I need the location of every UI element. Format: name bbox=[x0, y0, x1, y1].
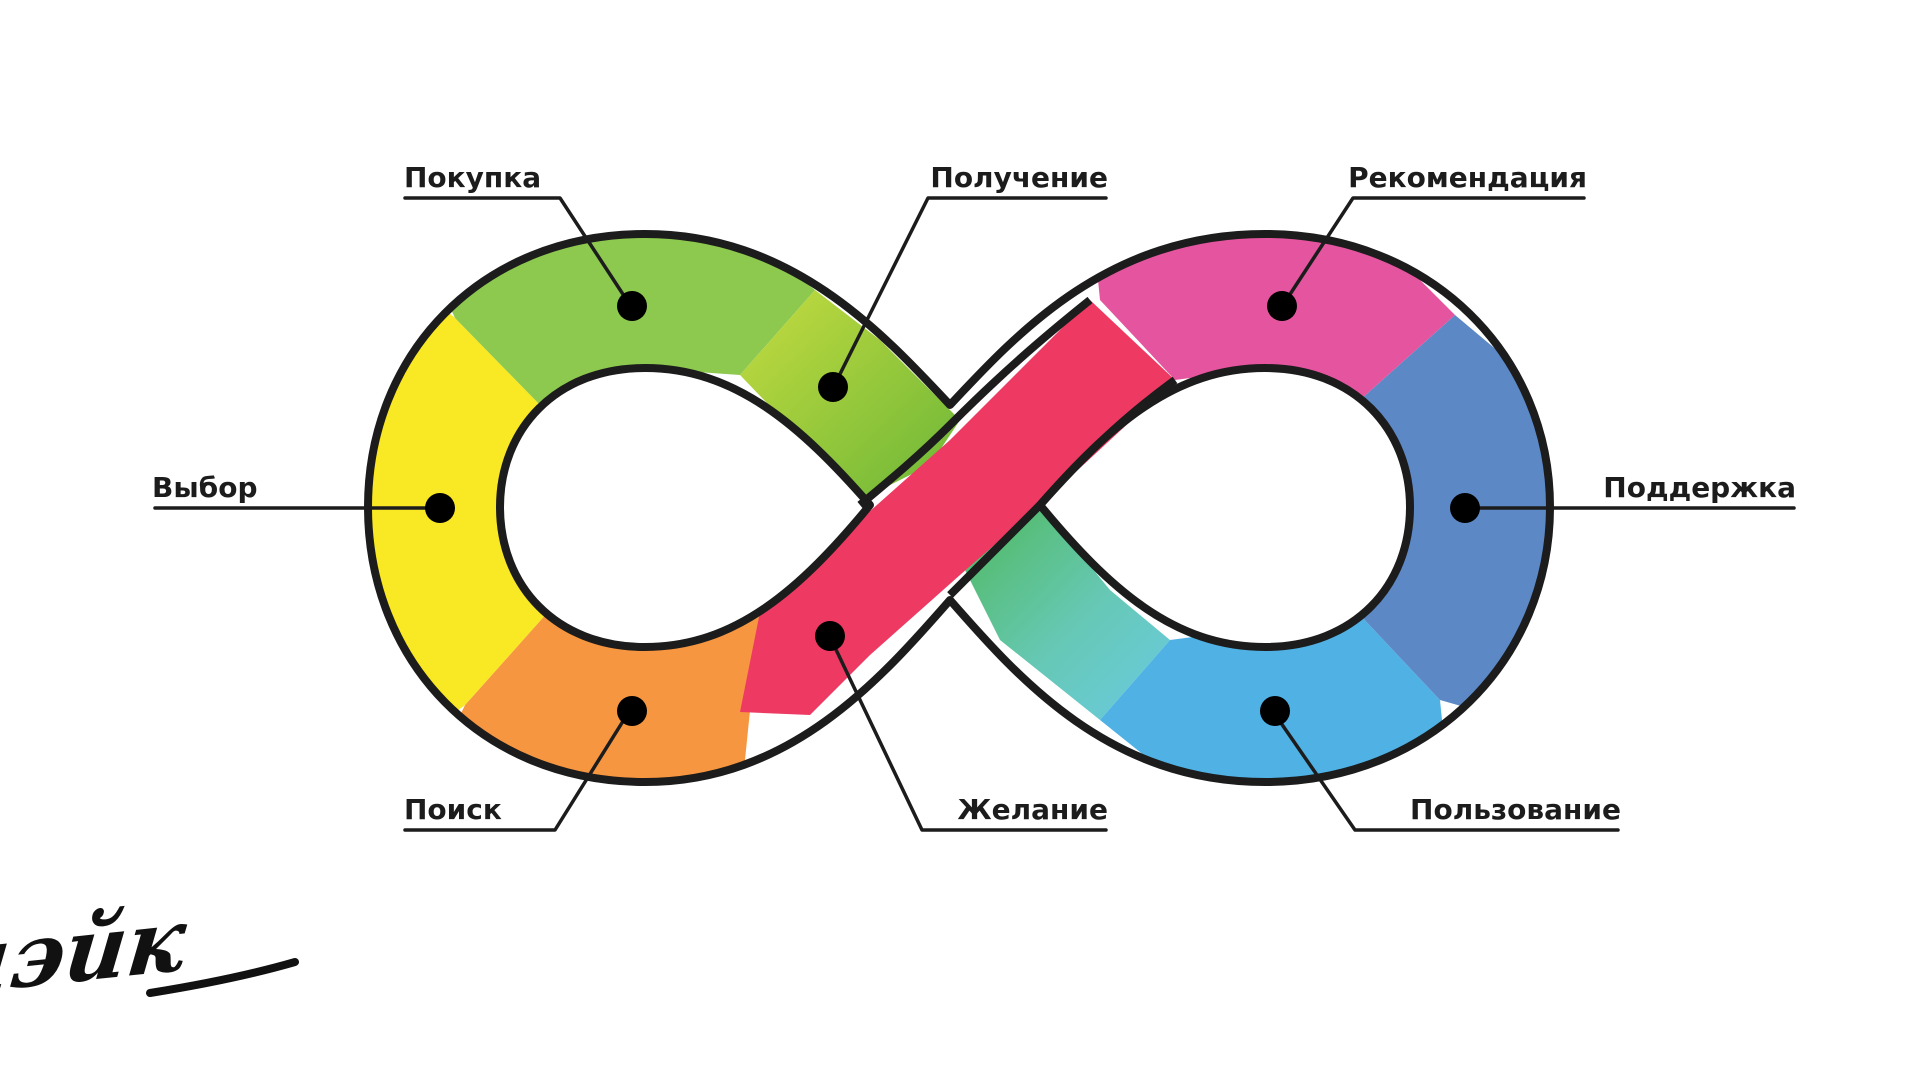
dot-podderzhka bbox=[1450, 493, 1480, 523]
label-poluchenie: Получение bbox=[930, 161, 1108, 194]
dot-zhelanie bbox=[815, 621, 845, 651]
label-podderzhka: Поддержка bbox=[1603, 471, 1796, 504]
infinity-outline bbox=[364, 230, 1554, 786]
leader-poisk bbox=[403, 708, 632, 832]
outer-outline bbox=[364, 230, 1554, 786]
dot-vybor bbox=[425, 493, 455, 523]
label-rekomendaciya: Рекомендация bbox=[1348, 161, 1587, 194]
segment-poisk bbox=[420, 612, 760, 800]
leader-poluchenie bbox=[831, 196, 1108, 390]
leader-pokupka bbox=[403, 196, 632, 307]
crossing-outline-upper bbox=[857, 296, 1093, 509]
label-vybor: Выбор bbox=[152, 471, 258, 504]
leader-rekomendaciya bbox=[1281, 196, 1586, 307]
left-hole-outline bbox=[496, 364, 874, 651]
logo-swash bbox=[146, 958, 299, 997]
dot-rekomendaciya bbox=[1267, 291, 1297, 321]
crossing-outline-lower bbox=[947, 376, 1178, 598]
label-poisk: Поиск bbox=[404, 793, 502, 826]
segment-podderzhka bbox=[1360, 315, 1580, 740]
dot-poisk bbox=[617, 696, 647, 726]
label-polzovanie: Пользование bbox=[1410, 793, 1621, 826]
segment-poluchenie bbox=[740, 290, 960, 500]
make-logo: мэйк bbox=[0, 887, 299, 1018]
stage-labels: Покупка Получение Рекомендация Выбор Под… bbox=[152, 161, 1796, 826]
dot-poluchenie bbox=[818, 372, 848, 402]
label-pokupka: Покупка bbox=[404, 161, 541, 194]
segment-polzovanie-teal bbox=[960, 505, 1170, 720]
logo-text: мэйк bbox=[0, 887, 192, 1018]
label-zhelanie: Желание bbox=[957, 793, 1108, 826]
leader-zhelanie bbox=[828, 635, 1108, 832]
leader-polzovanie bbox=[1270, 708, 1620, 832]
stage-dots bbox=[425, 291, 1480, 726]
segment-zhelanie bbox=[740, 300, 1175, 715]
dot-polzovanie bbox=[1260, 696, 1290, 726]
leader-lines bbox=[153, 196, 1796, 832]
segment-pokupka bbox=[400, 200, 815, 410]
dot-pokupka bbox=[617, 291, 647, 321]
